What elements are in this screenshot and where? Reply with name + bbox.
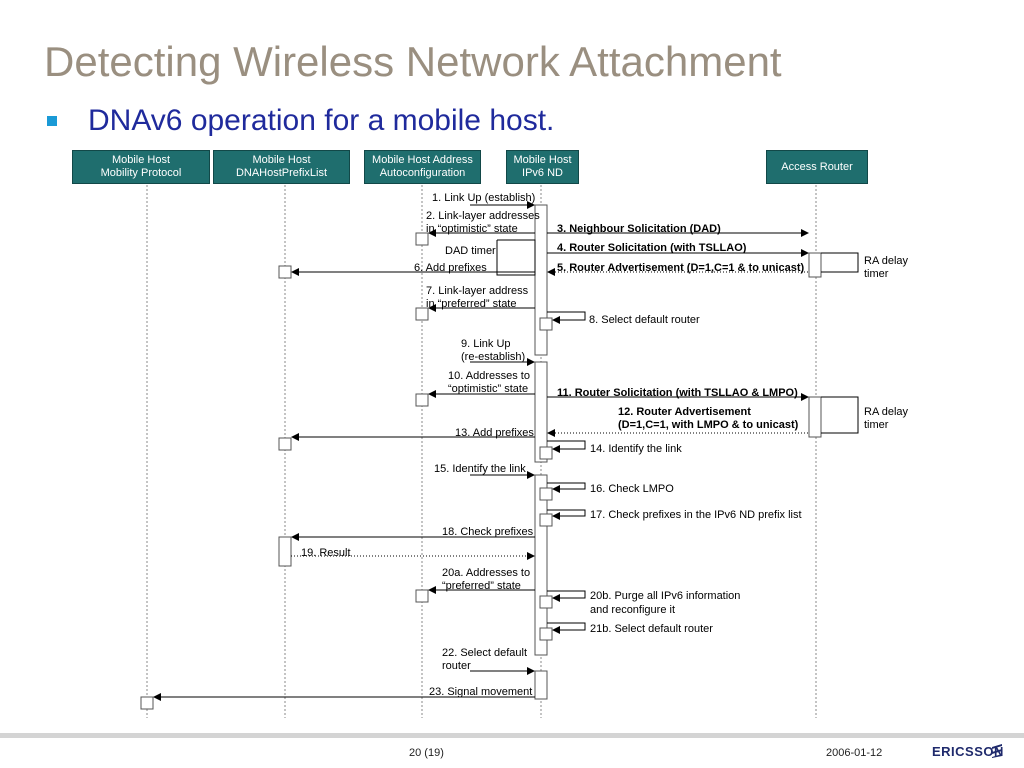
lane-label-line1: Access Router — [781, 160, 853, 173]
msg-23: 23. Signal movement — [429, 686, 532, 698]
footer-date: 2006-01-12 — [826, 747, 883, 759]
msg-5: 5. Router Advertisement (D=1,C=1 & to un… — [557, 262, 804, 274]
msg-ra-delay-2b: timer — [864, 419, 889, 431]
ra-timer-1 — [821, 252, 859, 273]
msg-10b: “optimistic” state — [448, 383, 528, 395]
lane-label-line1: Mobile Host Address — [372, 154, 473, 166]
msg-19: 19. Result — [301, 547, 351, 559]
msg-15: 15. Identify the link — [434, 463, 526, 475]
lane-label-line1: Mobile Host — [111, 154, 171, 166]
msg-20a-line2: “preferred” state — [442, 580, 521, 592]
bullet-text: DNAv6 operation for a mobile host. — [88, 104, 555, 137]
lane-prefix-list: Mobile Host DNAHostPrefixList — [213, 150, 350, 184]
page-number: 20 (19) — [409, 747, 444, 759]
msg-20a-line1: 20a. Addresses to — [442, 567, 530, 579]
step-boxes — [140, 232, 553, 710]
lane-label-line2: Mobility Protocol — [100, 167, 182, 179]
msg-10a: 10. Addresses to — [448, 370, 530, 382]
msg-ra-delay-1a: RA delay — [864, 255, 909, 267]
msg-20b-line2: and reconfigure it — [590, 604, 675, 616]
msg-3: 3. Neighbour Solicitation (DAD) — [557, 223, 721, 235]
msg-1: 1. Link Up (establish) — [432, 192, 535, 204]
msg-7b: in “preferred” state — [426, 298, 516, 310]
bullet-marker — [47, 116, 57, 126]
arrow-20b — [547, 590, 586, 602]
lane-access-router: Access Router — [766, 150, 868, 184]
lane-mobility-protocol: Mobile Host Mobility Protocol — [72, 150, 210, 184]
msg-13: 13. Add prefixes — [455, 427, 534, 439]
lane-label-line1: Mobile Host — [513, 154, 572, 166]
arrow-16 — [547, 482, 586, 493]
arrow-8 — [547, 311, 586, 324]
msg-6: 6. Add prefixes — [414, 262, 487, 274]
msg-11: 11. Router Solicitation (with TSLLAO & L… — [557, 387, 798, 399]
lane-label-line2: IPv6 ND — [522, 167, 563, 179]
msg-7a: 7. Link-layer address — [426, 285, 529, 297]
msg-17: 17. Check prefixes in the IPv6 ND prefix… — [590, 509, 802, 521]
arrow-17 — [547, 509, 586, 520]
msg-21b: 21b. Select default router — [590, 623, 713, 635]
msg-4: 4. Router Solicitation (with TSLLAO) — [557, 242, 747, 254]
msg-14: 14. Identify the link — [590, 443, 682, 455]
ericsson-logo: ERICSSON — [932, 744, 1004, 759]
lane-label-line2: Autoconfiguration — [379, 167, 466, 179]
arrow-14 — [547, 440, 586, 453]
msg-dad-timer: DAD timer — [445, 245, 496, 257]
lane-ipv6-nd: Mobile Host IPv6 ND — [506, 150, 579, 184]
lane-address-autoconfiguration: Mobile Host Address Autoconfiguration — [364, 150, 481, 184]
msg-2b: in “optimistic” state — [426, 223, 518, 235]
ericsson-mark-icon — [992, 744, 1002, 758]
msg-22-line1: 22. Select default — [442, 647, 527, 659]
msg-22-line2: router — [442, 660, 471, 672]
footer-divider — [0, 733, 1024, 738]
ra-timer-2 — [821, 396, 859, 434]
lane-label-line2: DNAHostPrefixList — [235, 167, 328, 179]
msg-20b-line1: 20b. Purge all IPv6 information — [590, 590, 740, 602]
arrow-21b — [547, 622, 586, 634]
msg-8: 8. Select default router — [589, 314, 700, 326]
msg-18: 18. Check prefixes — [442, 526, 534, 538]
slide-title: Detecting Wireless Network Attachment — [44, 38, 782, 85]
msg-2a: 2. Link-layer addresses — [426, 210, 540, 222]
msg-ra-delay-1b: timer — [864, 268, 889, 280]
msg-9b: (re-establish) — [461, 351, 525, 363]
msg-12b: (D=1,C=1, with LMPO & to unicast) — [618, 419, 799, 431]
msg-ra-delay-2a: RA delay — [864, 406, 909, 418]
msg-12a: 12. Router Advertisement — [618, 406, 751, 418]
lane-label-line1: Mobile Host — [252, 154, 311, 166]
dad-timer-box — [496, 239, 536, 276]
msg-9a: 9. Link Up — [461, 338, 511, 350]
msg-16: 16. Check LMPO — [590, 483, 674, 495]
